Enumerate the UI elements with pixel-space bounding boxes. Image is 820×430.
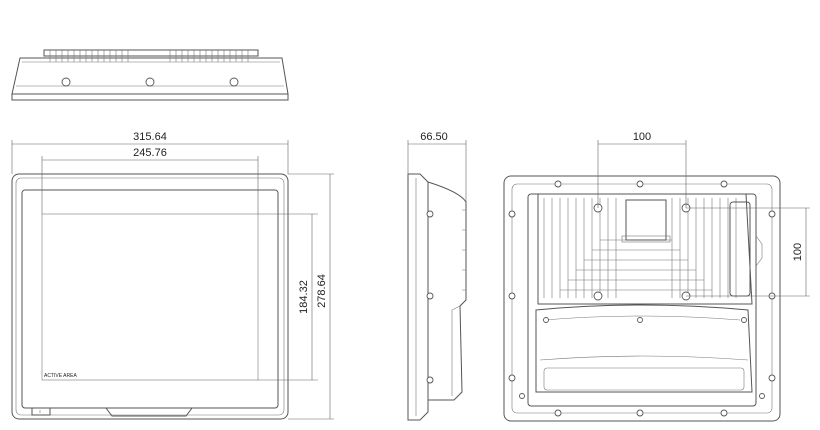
active-area-label: ACTIVE AREA [44, 373, 77, 379]
overall-height-value: 278.64 [316, 274, 328, 308]
top-view-fins-right [169, 50, 249, 62]
top-view [11, 49, 289, 101]
front-view: ACTIVE AREA 315.64 245.76 184.32 278.64 [11, 131, 334, 420]
active-height-dimension: 184.32 [258, 213, 318, 381]
depth-value: 66.50 [420, 131, 448, 143]
active-height-value: 184.32 [298, 280, 310, 314]
vesa-screw [593, 291, 603, 301]
top-view-screw [145, 77, 155, 87]
active-width-value: 245.76 [133, 147, 167, 159]
depth-dimension: 66.50 [407, 131, 467, 202]
active-width-dimension: 245.76 [41, 147, 259, 214]
top-view-screw [229, 77, 239, 87]
vesa-vertical-dimension: 100 [686, 207, 810, 297]
vesa-horizontal-value: 100 [633, 131, 651, 143]
top-view-screw [61, 77, 71, 87]
power-button [31, 407, 51, 416]
overall-height-dimension: 278.64 [288, 173, 334, 420]
rear-label-plate [625, 199, 667, 241]
vesa-vertical-value: 100 [792, 243, 804, 261]
side-view-screw [426, 292, 434, 300]
vesa-horizontal-dimension: 100 [597, 131, 687, 208]
rear-perimeter-screws [508, 180, 776, 417]
overall-width-value: 315.64 [133, 131, 167, 143]
front-logo-strip [105, 407, 193, 417]
side-view-screw [426, 210, 434, 218]
top-view-fins-left [49, 50, 129, 62]
overall-width-dimension: 315.64 [11, 131, 289, 174]
side-view: 66.50 [407, 131, 467, 421]
heatsink-fins [543, 198, 737, 298]
rear-view: 100 100 [503, 131, 810, 422]
side-view-screw [426, 376, 434, 384]
